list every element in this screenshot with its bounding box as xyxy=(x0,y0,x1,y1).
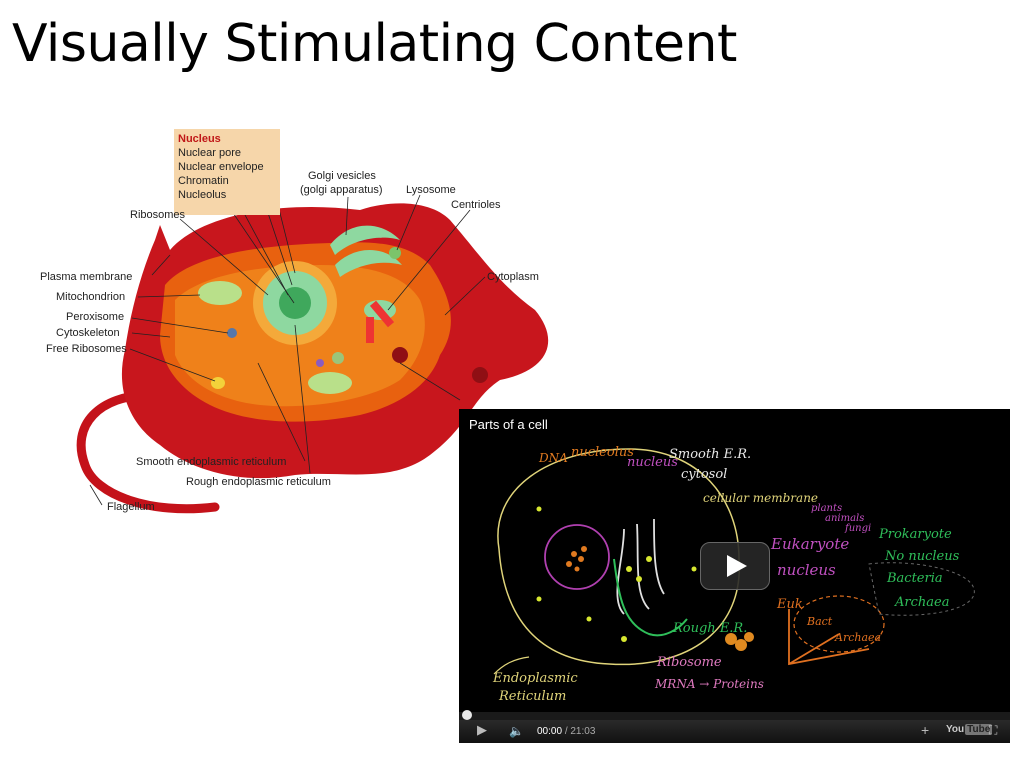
board-fungi: fungi xyxy=(845,523,872,534)
label-chromatin: Chromatin xyxy=(178,175,229,187)
board-eukaryote: Eukaryote xyxy=(771,535,850,553)
add-icon[interactable]: + xyxy=(921,722,930,738)
board-nucleolus: nucleolus xyxy=(571,445,634,460)
time-total: / 21:03 xyxy=(564,726,596,737)
board-reticulum: Reticulum xyxy=(499,689,567,704)
board-endoplasmic: Endoplasmic xyxy=(493,671,578,686)
play-icon[interactable]: ▶ xyxy=(477,722,487,737)
board-smooth-er: Smooth E.R. xyxy=(669,447,752,462)
board-bacteria: Bacteria xyxy=(887,571,943,586)
label-lysosome: Lysosome xyxy=(406,184,456,196)
label-mitochondrion: Mitochondrion xyxy=(56,291,126,303)
label-smooth-er: Smooth endoplasmic reticulum xyxy=(136,456,287,468)
fullscreen-icon[interactable]: ⛶ xyxy=(989,723,998,737)
board-nucleus: nucleus xyxy=(627,455,678,470)
board-cytosol: cytosol xyxy=(681,467,728,482)
label-centrioles: Centrioles xyxy=(451,199,501,211)
board-ribosome: Ribosome xyxy=(657,655,722,670)
board-dna: DNA xyxy=(539,451,568,465)
slide-title: Visually Stimulating Content xyxy=(12,14,737,74)
label-nucleolus: Nucleolus xyxy=(178,189,227,201)
board-prokaryote: Prokaryote xyxy=(879,527,952,542)
play-overlay-button[interactable] xyxy=(700,542,770,590)
nucleus-heading: Nucleus xyxy=(178,133,221,145)
video-player[interactable]: Parts of a cell DNA nucleolus nucleus Sm… xyxy=(459,409,1010,743)
label-cytoskeleton: Cytoskeleton xyxy=(56,327,120,339)
label-plasma-membrane: Plasma membrane xyxy=(40,271,133,283)
label-golgi: Golgi vesicles xyxy=(308,170,376,182)
cell-illustration xyxy=(76,158,549,514)
label-golgi-sub: (golgi apparatus) xyxy=(300,184,383,196)
label-ribosomes: Ribosomes xyxy=(130,209,186,221)
label-nuclear-pore: Nuclear pore xyxy=(178,147,241,159)
progress-bar[interactable] xyxy=(459,710,1010,720)
board-archaea2: Archaea xyxy=(835,631,882,644)
board-nucleus2: nucleus xyxy=(777,561,836,579)
board-rough-er: Rough E.R. xyxy=(673,621,748,636)
volume-icon[interactable]: 🔈 xyxy=(509,724,524,738)
video-title: Parts of a cell xyxy=(469,417,548,432)
nucleus-legend: Nucleus Nuclear pore Nuclear envelope Ch… xyxy=(174,129,280,215)
board-plants: plants xyxy=(811,503,843,514)
label-peroxisome: Peroxisome xyxy=(66,311,125,323)
scrubber-handle[interactable] xyxy=(462,710,472,720)
board-no-nucleus: No nucleus xyxy=(885,549,960,564)
board-mrna: MRNA → Proteins xyxy=(655,677,764,691)
board-bact: Bact xyxy=(807,615,833,628)
board-animals: animals xyxy=(825,513,865,524)
cell-diagram: Nucleus Nuclear pore Nuclear envelope Ch… xyxy=(30,125,560,525)
label-flagellum: Flagellum xyxy=(107,501,155,513)
label-cytoplasm: Cytoplasm xyxy=(487,271,539,283)
board-archaea: Archaea xyxy=(895,595,950,610)
label-rough-er: Rough endoplasmic reticulum xyxy=(186,476,331,488)
time-display: 00:00 / 21:03 xyxy=(537,726,595,737)
board-euk: Euk xyxy=(777,597,803,612)
play-icon xyxy=(727,555,747,577)
board-cell-membrane: cellular membrane xyxy=(703,491,819,505)
time-current: 00:00 xyxy=(537,726,563,737)
label-free-ribosomes: Free Ribosomes xyxy=(46,343,127,355)
label-nuclear-envelope: Nuclear envelope xyxy=(178,161,264,173)
